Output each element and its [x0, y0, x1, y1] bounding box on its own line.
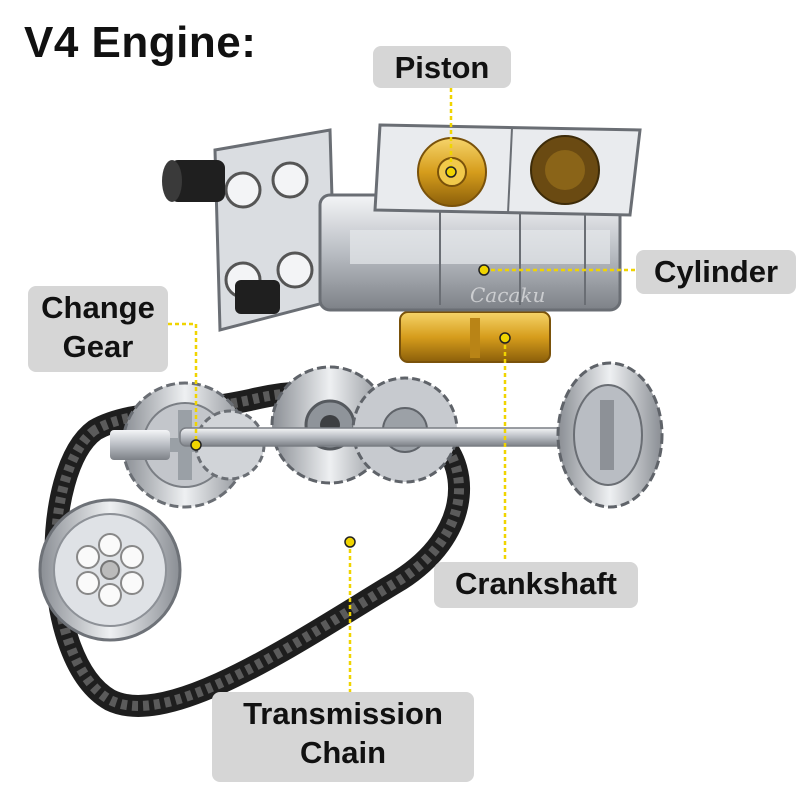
label-cylinder: Cylinder [636, 250, 796, 294]
right-gear [556, 361, 664, 509]
label-piston: Piston [373, 46, 511, 88]
label-transmission-chain: Transmission Chain [212, 692, 474, 782]
leader-lines [168, 88, 636, 692]
label-chain-line2: Chain [299, 734, 387, 770]
label-crankshaft: Crankshaft [434, 562, 638, 608]
middle-gears [270, 365, 459, 485]
label-change-gear-line1: Change [41, 290, 155, 325]
label-change-gear-line2: Gear [62, 328, 134, 364]
transmission-chain [44, 381, 470, 717]
leader-dots [190, 166, 511, 548]
watermark: Cacaku [470, 283, 546, 307]
label-change-gear: Change Gear [28, 286, 168, 372]
large-sprocket [38, 498, 182, 642]
gold-crank-block [399, 311, 551, 363]
piston-heads [417, 135, 600, 207]
diagram-title: V4 Engine: [24, 18, 257, 67]
label-piston-text: Piston [394, 50, 490, 85]
label-chain-line1: Transmission [243, 696, 443, 731]
label-crankshaft-text: Crankshaft [455, 566, 617, 601]
label-cylinder-text: Cylinder [653, 254, 779, 289]
